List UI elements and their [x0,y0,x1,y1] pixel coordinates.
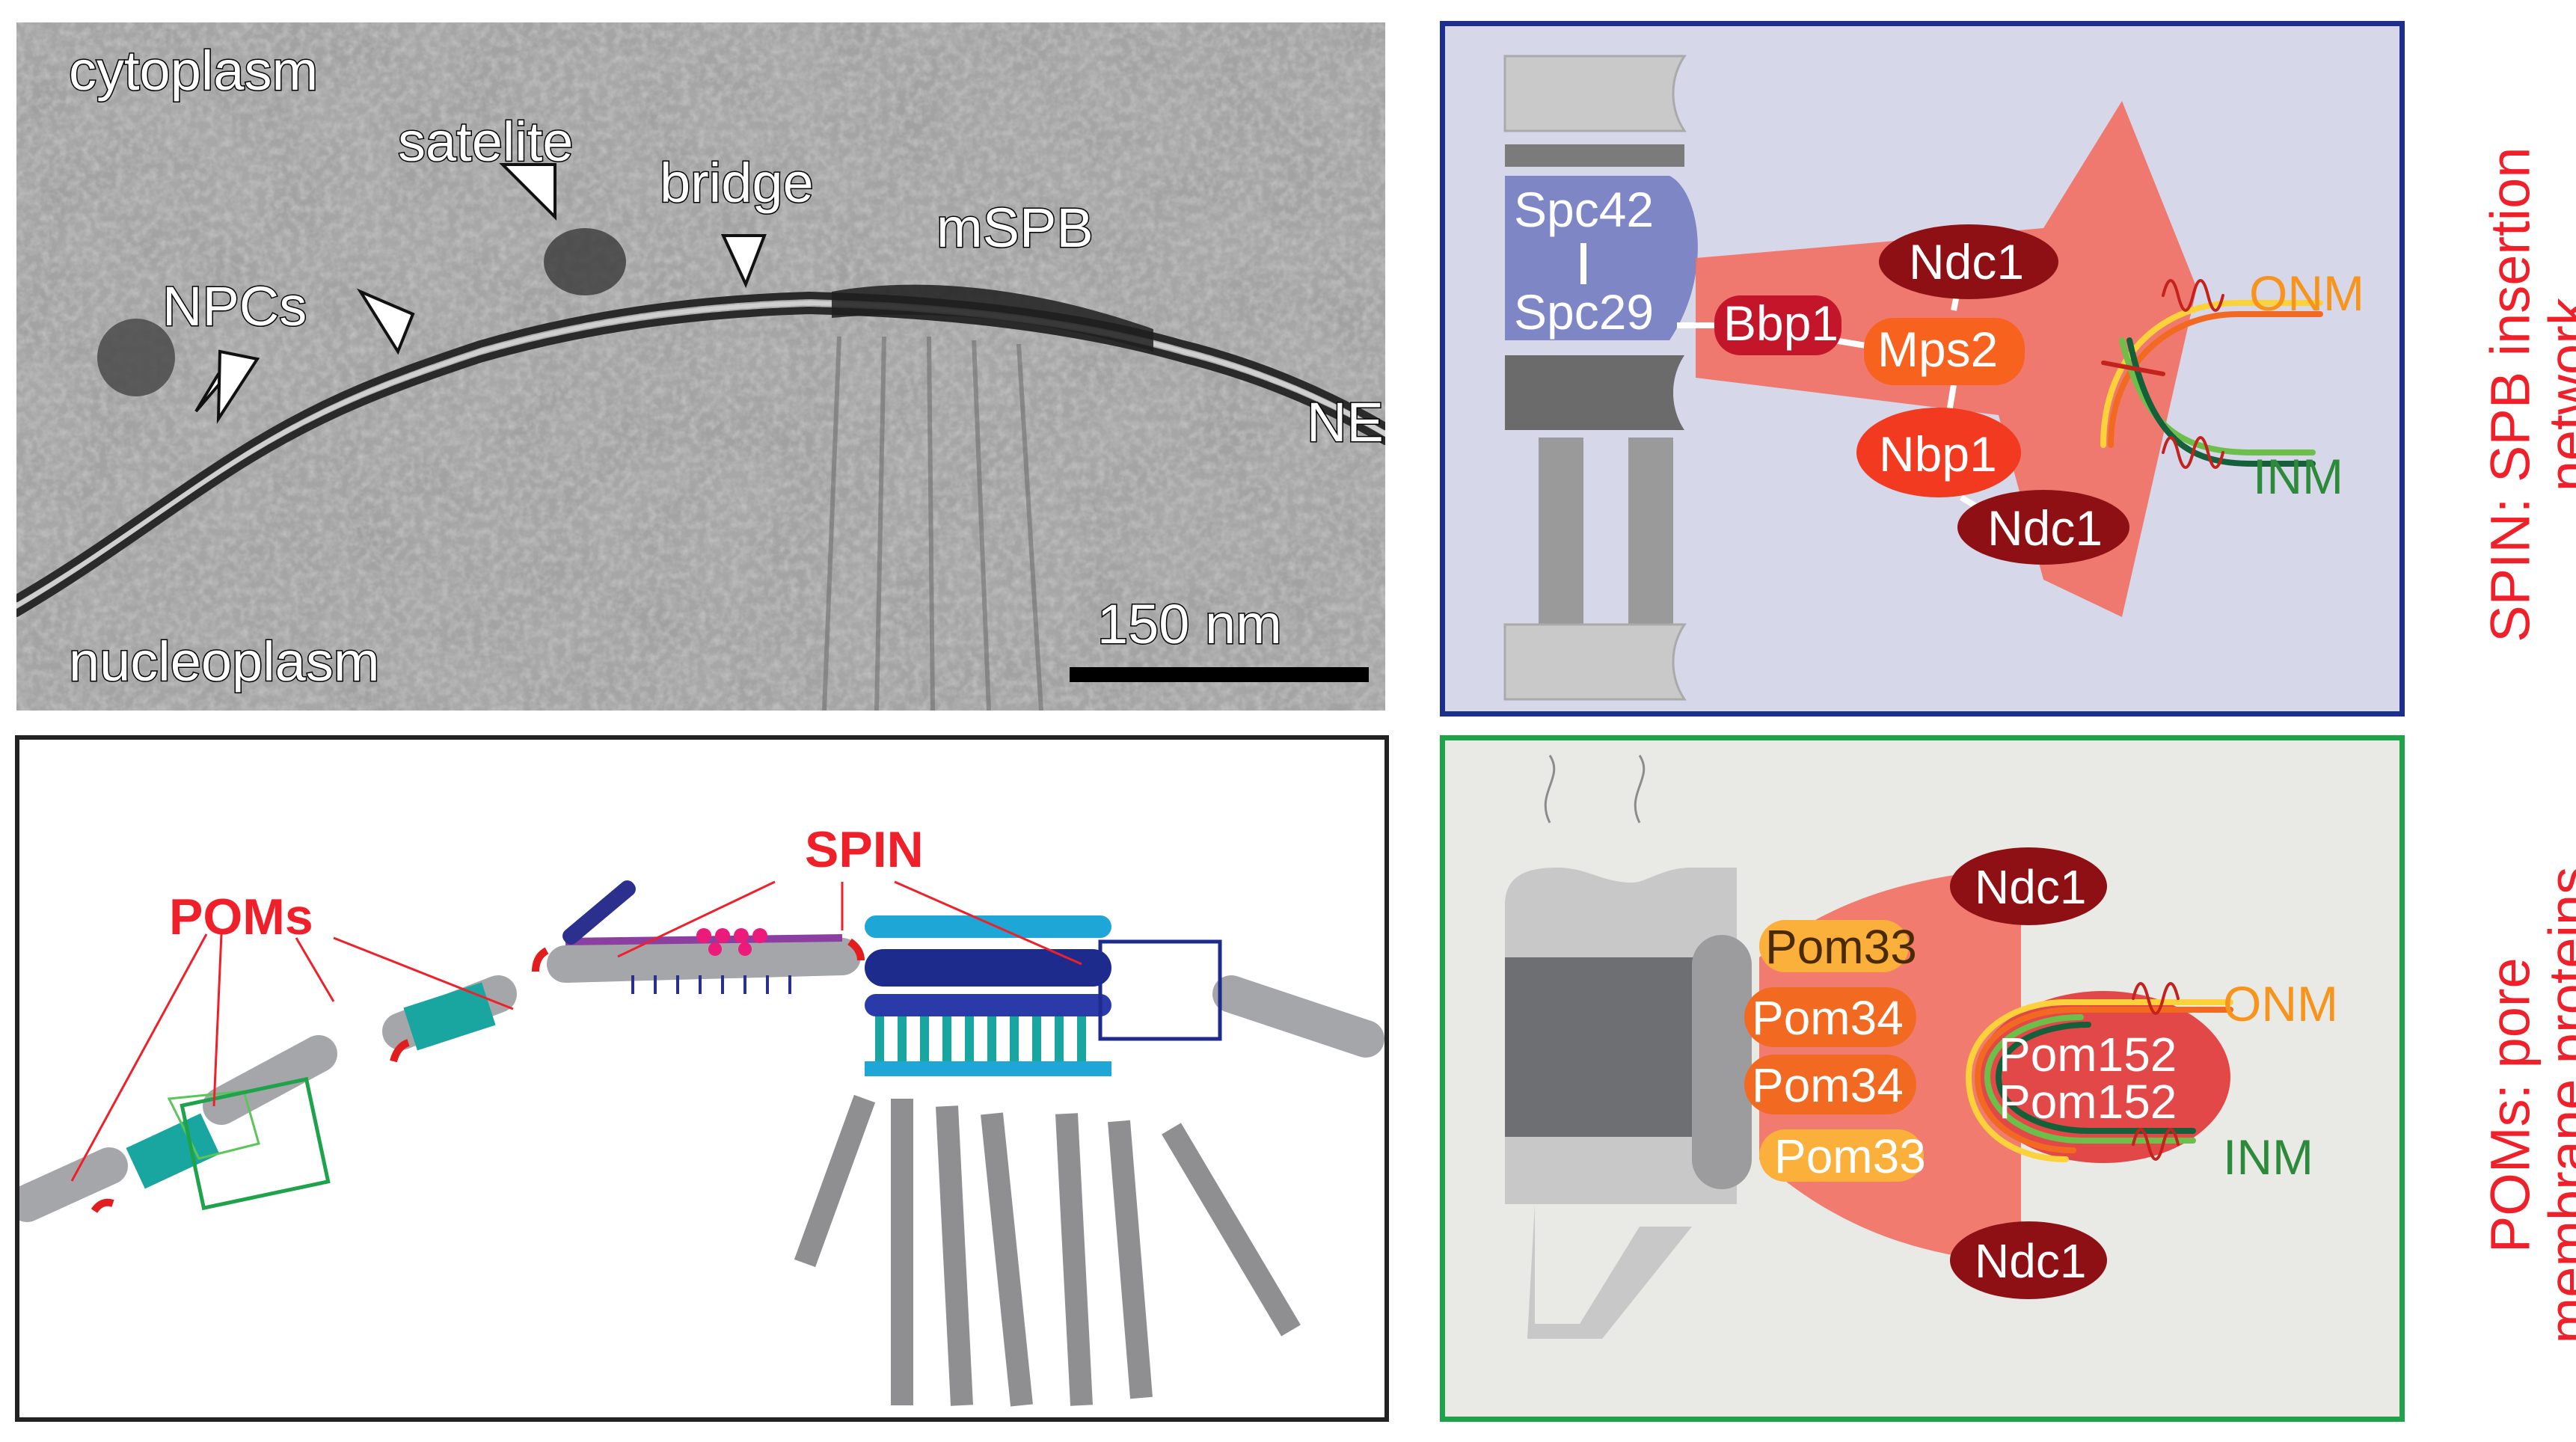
pom-side-label: POMs: pore membrane proteins [2479,769,2576,1442]
spin-label: SPIN [805,821,924,878]
pom-side-label-line2: membrane proteins [2537,866,2576,1344]
envelope-segments [19,938,1384,1222]
microtubules [794,1094,1301,1407]
scale-bar [1070,667,1369,682]
mps2-node [1864,318,2025,385]
spb-model [865,915,1222,1076]
pom-side-label-line1: POMs: pore [2479,957,2542,1254]
satellite [562,880,636,945]
label-satelite: satelite [398,111,573,173]
nuclear-envelope [16,291,1385,617]
nuclear-membranes [2100,279,2323,469]
model-diagram-panel: SPIN POMs [15,735,1389,1422]
label-ne: NE [1307,391,1384,453]
label-mspb: mSPB [936,197,1094,259]
pom34-a-label: Pom34 [1752,991,1904,1045]
pom33-top-node [1759,920,1909,972]
poms-label: POMs [169,889,313,945]
inm-label: INM [2253,449,2343,504]
bbp1-node [1714,295,1841,355]
mspb-density [832,284,1153,352]
protein-nodes [1714,224,2129,565]
spb-structure [1503,55,1698,701]
label-npcs: NPCs [162,275,307,337]
pom33-bottom-node [1759,1129,1924,1182]
bbp1-label: Bbp1 [1723,295,1839,351]
onm-label: ONM [2223,976,2338,1031]
em-micrograph: cytoplasm satelite bridge mSPB NPCs NE n… [16,22,1385,711]
spin-diagram: Spc42 Spc29 Bbp1 Mps2 Ndc1 Nbp1 Ndc1 ONM… [1503,55,2364,701]
nbp1-label: Nbp1 [1879,426,1997,482]
model-diagram: SPIN POMs [19,821,1384,1407]
npc-inset-box [180,1076,331,1211]
pom152-b-label: Pom152 [1999,1075,2177,1129]
mps2-label: Mps2 [1877,322,1998,377]
pom-diagram: Ndc1 Pom33 Pom34 Pom34 Pom33 Pom152 Pom1… [1505,755,2338,1339]
satellite-density [544,228,626,295]
pom34-a-node [1744,987,1916,1047]
spc29-label: Spc29 [1514,284,1654,340]
insertion-marks [91,938,865,1213]
bridge-proteins [696,928,767,956]
membrane-anchors [631,975,791,994]
spin-side-label-line2: network [2537,298,2576,492]
ndc1-bottom-node [1950,1221,2107,1299]
ndc1-top-label: Ndc1 [1909,234,2024,289]
nbp1-node [1856,408,2021,497]
pom-diagram-panel: Ndc1 Pom33 Pom34 Pom34 Pom33 Pom152 Pom1… [1440,735,2405,1422]
pom34-b-node [1744,1055,1916,1114]
vesicle [97,319,175,396]
microtubules [822,336,1043,711]
pom34-b-label: Pom34 [1752,1058,1904,1112]
onm-label: ONM [2249,266,2364,321]
spin-side-label-line1: SPIN: SPB insertion [2479,147,2542,642]
scale-bar-label: 150 nm [1097,593,1282,655]
npc-structure [1505,755,1752,1339]
npc-pores [126,982,496,1189]
callout-arrows [70,880,1082,1182]
ndc1-bottom-node [1957,490,2129,565]
ndc1-top-node [1879,224,2058,299]
pom33-bottom-label: Pom33 [1774,1129,1926,1183]
label-cytoplasm: cytoplasm [69,40,318,102]
inm-label: INM [2223,1129,2313,1185]
pom152-a-label: Pom152 [1999,1028,2177,1082]
ndc1-top-node [1950,847,2107,925]
arrowheads [194,163,767,424]
ndc1-bottom-label: Ndc1 [1987,500,2103,556]
spin-diagram-panel: Spc42 Spc29 Bbp1 Mps2 Ndc1 Nbp1 Ndc1 ONM… [1440,21,2405,717]
ndc1-top-label: Ndc1 [1975,860,2086,914]
ndc1-bottom-label: Ndc1 [1975,1234,2086,1288]
pom33-top-label: Pom33 [1765,920,1917,974]
nuclear-membranes [1965,982,2233,1162]
em-micrograph-panel: cytoplasm satelite bridge mSPB NPCs NE n… [16,22,1385,711]
spc42-label: Spc42 [1514,182,1654,237]
spin-side-label: SPIN: SPB insertion network [2479,58,2576,731]
label-bridge: bridge [660,152,814,214]
protein-nodes [1744,847,2107,1299]
label-nucleoplasm: nucleoplasm [69,631,379,693]
